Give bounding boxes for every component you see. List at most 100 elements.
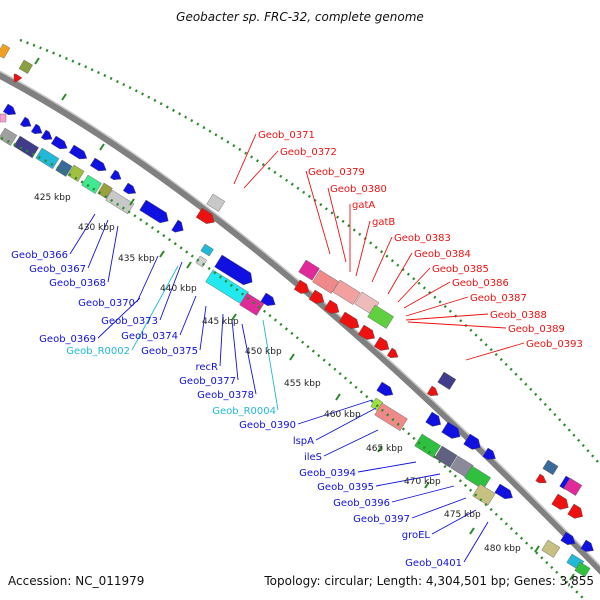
gene-Geob_0369-leader (97, 297, 141, 339)
kbp-tick-8 (335, 393, 341, 401)
gene-Geob_0372-label: Geob_0372 (280, 147, 337, 158)
gene-gatB-label: gatB (372, 217, 395, 228)
gene-Geob_0394-leader (357, 461, 417, 473)
kbp-tick-13 (569, 573, 575, 581)
feature-0375 (239, 292, 265, 316)
kbp-ticks (0, 38, 600, 600)
gene-Geob_R0002-label: Geob_R0002 (66, 346, 130, 357)
feature-0388-shape (357, 324, 375, 340)
kbp-label-7: 460 kbp (324, 410, 361, 420)
feature-lower-6 (97, 182, 113, 199)
gene-Geob_0394-label: Geob_0394 (299, 468, 356, 479)
gene-Geob_0374-label: Geob_0374 (121, 331, 178, 342)
feature-upper-6-shape (89, 157, 107, 172)
feature-0372-arrow (195, 207, 215, 224)
gene-Geob_0388-label: Geob_0388 (490, 310, 547, 321)
gene-Geob_0401-label: Geob_0401 (405, 558, 462, 569)
feature-upper-7 (109, 169, 122, 180)
feature-edge-pink (0, 113, 7, 123)
gene-Geob_0378-leader (241, 323, 257, 395)
feature-upper-3 (40, 129, 53, 140)
feature-upper-2-1-shape (441, 421, 461, 439)
feature-lower-3-shape (55, 159, 73, 177)
feature-upper-5-shape (68, 144, 88, 160)
gene-Geob_0393-leader (465, 342, 525, 361)
feature-0380-shape (312, 269, 339, 294)
feature-upper-8-shape (122, 182, 137, 195)
inner-dotted-arc (0, 136, 586, 600)
kbp-tick-7 (289, 353, 295, 361)
kbp-label-8: 465 kbp (366, 444, 403, 454)
gene-Geob_0387-leader (405, 296, 469, 317)
feature-0393 (437, 371, 457, 390)
feature-right-0-shape (542, 459, 559, 476)
feature-0379 (298, 259, 320, 281)
kbp-tick-9 (377, 445, 383, 453)
backbone-arc (0, 71, 600, 575)
feature-lower-1 (13, 135, 39, 159)
gene-Geob_0386-label: Geob_0386 (452, 278, 509, 289)
feature-0389 (373, 336, 390, 351)
feature-0394 (414, 433, 441, 458)
gene-Geob_0396-label: Geob_0396 (333, 498, 390, 509)
feature-right-3-shape (563, 477, 583, 496)
feature-lower-7 (105, 189, 135, 215)
feature-0387 (338, 311, 360, 329)
feature-edge-red (13, 73, 23, 83)
gene-Geob_0385-leader (397, 267, 431, 303)
feature-0393a-shape (386, 347, 399, 358)
map-title: Geobacter sp. FRC-32, complete genome (176, 10, 424, 24)
feature-upper-2-shape (30, 123, 43, 134)
kbp-label-10: 475 kbp (444, 510, 481, 520)
feature-recr (260, 292, 276, 306)
kbp-label-9: 470 kbp (404, 477, 441, 487)
gene-Geob_0377-leader (231, 319, 239, 381)
feature-0393b (426, 385, 439, 396)
feature-0397 (464, 465, 491, 490)
gene-Geob_0366-leader (69, 213, 96, 255)
feature-upper-5 (68, 144, 88, 160)
feature-0393-shape (437, 371, 457, 390)
feature-0383 (367, 304, 394, 329)
feature-0375-shape (239, 292, 265, 316)
feature-lower-0 (0, 127, 18, 146)
gene-Geob_0395-label: Geob_0395 (317, 482, 374, 493)
feature-right-4 (551, 493, 569, 510)
feature-lower-4 (67, 164, 85, 182)
gene-Geob_0395-leader (375, 473, 441, 487)
feature-upper-2-0-shape (425, 411, 441, 427)
feature-lower-9-shape (171, 219, 184, 233)
feature-0380 (312, 269, 339, 294)
feature-right-7 (560, 531, 576, 545)
feature-right-10 (574, 561, 591, 578)
feature-arrows-0400 (494, 483, 513, 500)
feature-upper-2 (30, 123, 43, 134)
feature-0395 (434, 445, 458, 468)
gene-ileS-label: ileS (304, 452, 322, 463)
feature-upper-0 (2, 103, 17, 116)
kbp-tick-3 (129, 198, 135, 206)
feature-upper-2-2 (463, 433, 481, 450)
feature-lower-1-shape (13, 135, 39, 159)
gene-Geob_0397-leader (411, 497, 467, 519)
feature-upper-2-1 (441, 421, 461, 439)
feature-arrows-0400-shape (494, 483, 513, 500)
feature-upper-6 (89, 157, 107, 172)
feature-lower-3 (55, 159, 73, 177)
feature-upper-1 (19, 116, 32, 127)
feature-right-3 (563, 477, 583, 496)
feature-right-0 (542, 459, 559, 476)
gene-Geob_0379-label: Geob_0379 (308, 167, 365, 178)
feature-0397-shape (464, 465, 491, 490)
gene-Geob_0373-leader (159, 261, 183, 321)
feature-lower-7-shape (105, 189, 135, 215)
feature-iles (374, 402, 408, 432)
gene-Geob_0390-label: Geob_0390 (239, 420, 296, 431)
gene-Geob_0368-label: Geob_0368 (49, 278, 106, 289)
feature-edge-red-shape (13, 73, 23, 83)
feature-upper-2-3 (482, 447, 496, 460)
kbp-label-2: 435 kbp (118, 254, 155, 264)
feature-0393a (386, 347, 399, 358)
feature-right-7-shape (560, 531, 576, 545)
